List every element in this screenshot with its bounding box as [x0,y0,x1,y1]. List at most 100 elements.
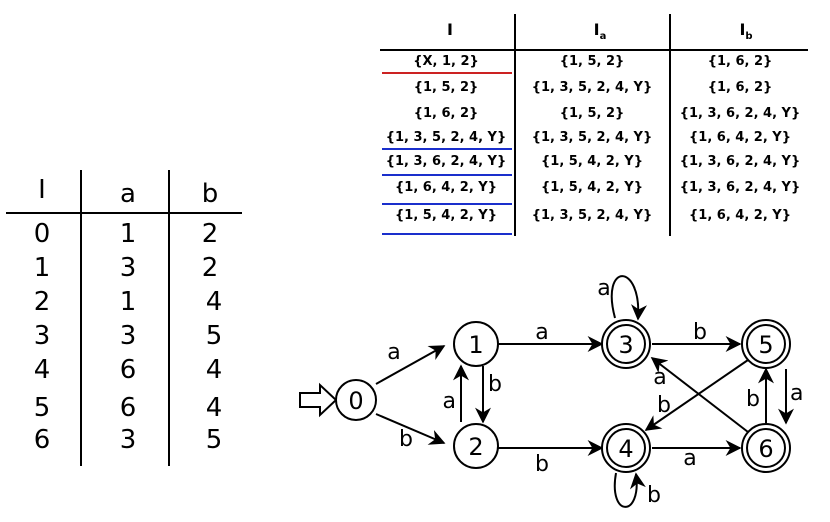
subset-column-divider [669,14,671,236]
table-column-divider [168,170,170,466]
subset-header-ia-sub: a [599,31,607,43]
accepting-state-inner [606,428,646,468]
table-cell: 1 [33,253,51,283]
blue-underline [382,148,512,150]
subset-cell: {1, 5, 2} [559,54,625,69]
subset-cell: {1, 3, 5, 2, 4, Y} [385,130,507,145]
subset-cell: {1, 6, 4, 2, Y} [689,208,791,223]
edge-label: a [387,340,400,365]
subset-cell: {1, 5, 4, 2, Y} [541,180,643,195]
edge-label: a [790,381,803,406]
table-header-state: I [38,175,46,205]
transition-table: I a b 0 1 2 1 3 2 2 1 4 3 3 5 4 6 4 5 6 … [6,170,246,470]
state-label: 6 [758,435,773,463]
subset-header-ib-sub: b [745,31,753,43]
edge-label: b [746,387,760,412]
state-label: 5 [758,331,773,359]
table-cell: 1 [119,287,137,317]
subset-cell: {1, 5, 2} [413,80,479,95]
red-underline [382,72,512,74]
edge-label: a [683,446,696,471]
subset-cell: {1, 6, 2} [707,80,773,95]
state-label: 2 [468,433,483,461]
state-label: 0 [348,387,363,415]
edge-label: b [657,393,671,418]
accepting-state-inner [746,428,786,468]
edge-label: b [535,452,549,477]
dfa-diagram: 0 1 2 3 4 5 6 a b b a a b a b a b b a a … [299,275,803,508]
subset-header-divider [380,49,808,51]
table-header-b: b [201,179,219,209]
table-cell: 0 [33,219,51,249]
table-column-divider [80,170,82,466]
subset-header-i: I [447,20,453,39]
subset-cell: {1, 3, 6, 2, 4, Y} [679,106,801,121]
table-cell: 3 [33,321,51,351]
edge-5-4 [644,359,749,431]
start-arrow-icon [299,382,338,418]
subset-construction-table: I Ia Ib {X, 1, 2} {1, 5, 2} {1, 6, 2} {1… [380,14,810,240]
accepting-state-node [601,423,651,473]
edge-label: a [597,276,610,301]
subset-cell: {1, 6, 2} [413,106,479,121]
subset-cell: {1, 3, 5, 2, 4, Y} [531,130,653,145]
table-cell: 2 [201,253,219,283]
table-cell: 6 [119,355,137,385]
table-cell: 5 [205,321,223,351]
subset-header-ia: Ia [560,20,640,42]
edge-label: b [693,320,707,345]
accepting-state-node [741,319,791,369]
accepting-state-inner [746,324,786,364]
subset-cell: {1, 6, 4, 2, Y} [395,180,497,195]
table-cell: 4 [205,355,223,385]
blue-underline [382,174,512,176]
subset-cell: {X, 1, 2} [413,54,479,69]
edge-label: b [399,427,413,452]
edge-label: b [488,372,502,397]
blue-underline [382,233,512,235]
subset-header-ib-base: I [739,20,746,39]
state-node [453,321,499,367]
blue-underline [382,203,512,205]
state-label: 3 [618,331,633,359]
subset-cell: {1, 6, 2} [707,54,773,69]
subset-cell: {1, 3, 5, 2, 4, Y} [531,208,653,223]
table-header-a: a [120,179,136,209]
state-label: 4 [618,435,633,463]
table-cell: 3 [119,321,137,351]
subset-cell: {1, 3, 5, 2, 4, Y} [531,80,653,95]
edge-label: b [647,483,661,508]
edge-label: a [535,320,548,345]
edge-4-4 [613,472,646,508]
accepting-state-inner [606,324,646,364]
table-cell: 2 [33,287,51,317]
table-cell: 3 [119,425,137,455]
edge-label: a [653,365,666,390]
edge-0-2 [375,413,446,445]
state-node [335,379,377,421]
subset-cell: {1, 3, 6, 2, 4, Y} [385,154,507,169]
table-cell: 2 [201,219,219,249]
table-cell: 5 [205,425,223,455]
subset-column-divider [514,14,516,236]
state-label: 1 [468,331,483,359]
accepting-state-node [741,423,791,473]
accepting-state-node [601,319,651,369]
table-cell: 4 [205,393,223,423]
edge-label: a [443,389,456,414]
table-header-divider [6,212,242,214]
subset-cell: {1, 3, 6, 2, 4, Y} [679,180,801,195]
subset-cell: {1, 6, 4, 2, Y} [689,130,791,145]
table-cell: 1 [119,219,137,249]
edge-6-3 [650,357,749,433]
subset-header-ia-base: I [593,20,600,39]
table-cell: 6 [33,425,51,455]
subset-header-ib: Ib [706,20,786,42]
subset-cell: {1, 5, 2} [559,106,625,121]
subset-cell: {1, 3, 6, 2, 4, Y} [679,154,801,169]
edge-3-3 [610,275,647,321]
edge-0-1 [375,345,446,385]
table-cell: 4 [205,287,223,317]
table-cell: 4 [33,355,51,385]
subset-cell: {1, 5, 4, 2, Y} [395,208,497,223]
